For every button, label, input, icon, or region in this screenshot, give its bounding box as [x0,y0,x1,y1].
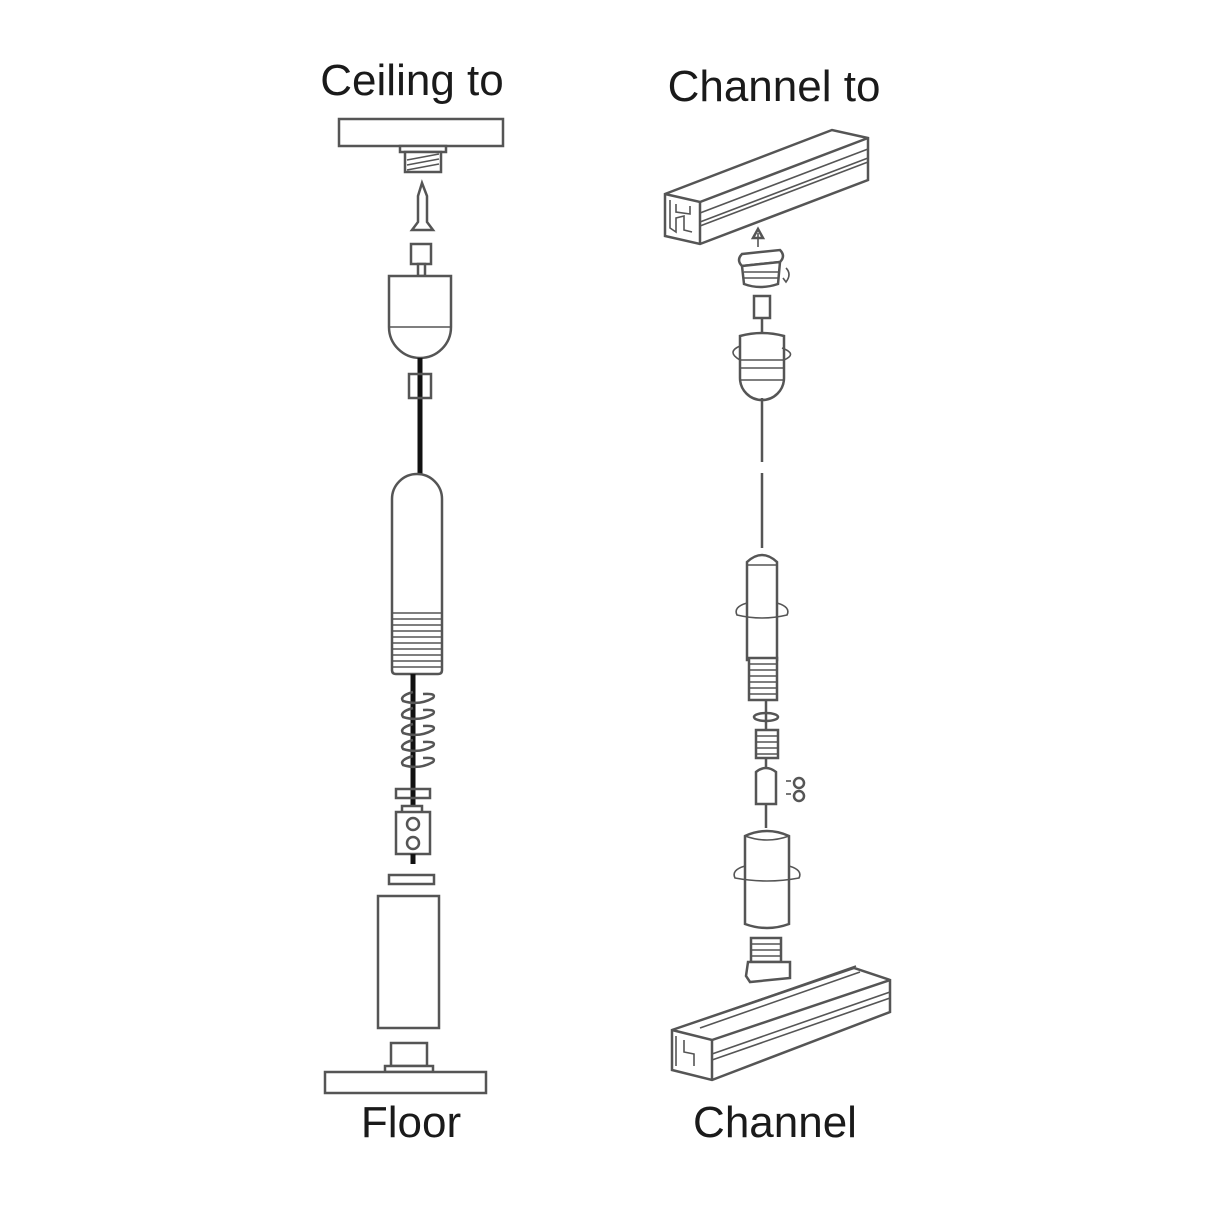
spacer-icon [387,873,436,886]
spring-icon [400,690,436,769]
rotation-arrow-icon [733,865,801,882]
ceiling-plate-icon [337,117,505,148]
rotation-arrow-icon [732,345,792,361]
washer-icon [394,787,432,800]
washer-icon [752,711,780,723]
left-title-bottom: Floor [360,1098,462,1147]
t-nut-icon [737,248,790,289]
lower-tube-icon [733,829,801,930]
left-title-top: Ceiling to [320,56,504,105]
rotation-arrow-icon [735,602,789,619]
lower-channel-icon [670,965,892,1082]
ceiling-cup-icon [387,274,453,360]
right-title-top: Channel to [667,62,881,111]
right-title-bottom: Channel [693,1098,857,1147]
threaded-insert-icon [398,144,448,174]
channel-cup-icon [732,331,792,402]
threaded-end-icon [747,656,779,702]
right-assembly [663,128,892,1082]
threaded-t-nut-icon [744,936,792,984]
threaded-end-icon [392,612,442,668]
tension-tube-icon [390,472,444,676]
floor-tube-icon [376,894,441,1030]
clamp-block-icon [394,804,432,864]
spring-icon [754,728,780,760]
grub-screws-icon [786,776,806,803]
tension-tube-icon [735,553,789,662]
up-arrow-icon [750,226,766,247]
cable-clip-icon [407,372,433,400]
set-screw-icon [409,242,433,278]
upper-channel-icon [663,128,870,246]
clamp-sleeve-icon [754,766,778,806]
set-screw-icon [752,294,772,320]
floor-plate-icon [323,1070,488,1095]
rotation-arrow-icon [782,267,790,284]
left-assembly [323,117,505,1095]
anchor-screw-icon [409,179,436,232]
floor-boss-icon [383,1041,435,1074]
